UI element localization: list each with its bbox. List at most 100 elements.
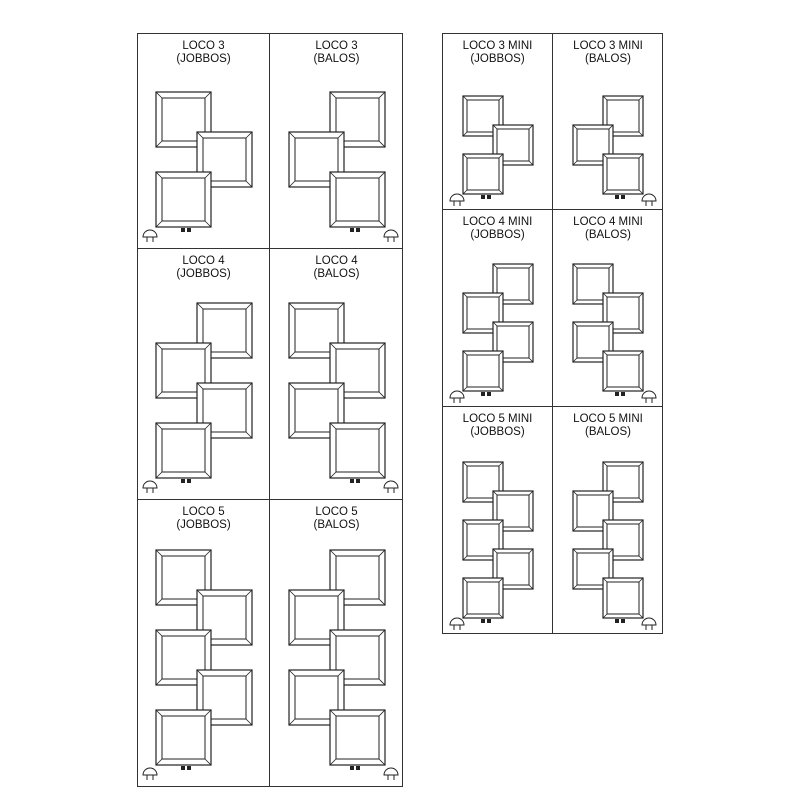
frame-panel	[155, 422, 212, 479]
power-plug-icon	[641, 617, 657, 630]
cell-title: LOCO 5 MINI (BALOS)	[553, 413, 663, 439]
cell-title: LOCO 4 MINI (JOBBOS)	[443, 216, 552, 242]
cell-loco3mini-jobbos: LOCO 3 MINI (JOBBOS)	[443, 34, 553, 210]
cell-title: LOCO 4 (JOBBOS)	[138, 255, 269, 281]
radiator-diagram	[142, 549, 253, 780]
valve-connectors	[350, 479, 360, 483]
valve-connectors	[615, 619, 625, 623]
valve-connectors	[350, 766, 360, 770]
model-name: LOCO 4 MINI	[573, 216, 643, 228]
power-plug-icon	[449, 617, 465, 630]
frame-panel	[329, 629, 386, 686]
cell-loco3-jobbos: LOCO 3 (JOBBOS)	[138, 34, 270, 249]
standard-models-grid: LOCO 3 (JOBBOS) LOCO 3 (BALOS) LOCO 4 (J…	[137, 33, 403, 787]
frame-panel	[462, 577, 504, 619]
frame-panel	[329, 709, 386, 766]
power-plug-icon	[383, 229, 399, 242]
frame-panel	[155, 342, 212, 399]
radiator-diagram	[288, 549, 399, 780]
valve-connectors	[481, 195, 491, 199]
power-plug-icon	[449, 390, 465, 403]
model-name: LOCO 5 MINI	[462, 413, 533, 425]
radiator-diagram	[572, 461, 657, 630]
valve-connectors	[481, 619, 491, 623]
model-variant: (JOBBOS)	[176, 268, 231, 280]
frame-panel	[288, 131, 345, 188]
model-variant: (BALOS)	[584, 426, 631, 438]
valve-connectors	[481, 392, 491, 396]
valve-connectors	[181, 479, 191, 483]
model-variant: (JOBBOS)	[470, 426, 525, 438]
cell-loco4mini-jobbos: LOCO 4 MINI (JOBBOS)	[443, 210, 553, 407]
model-variant: (BALOS)	[313, 519, 360, 531]
frame-panel	[462, 95, 504, 137]
frame-panel	[462, 292, 504, 334]
model-name: LOCO 4 MINI	[462, 216, 533, 228]
cell-loco3-balos: LOCO 3 (BALOS)	[270, 34, 403, 249]
cell-title: LOCO 5 MINI (JOBBOS)	[443, 413, 552, 439]
power-plug-icon	[449, 193, 465, 206]
model-name: LOCO 5	[315, 506, 358, 518]
valve-connectors	[181, 228, 191, 232]
model-variant: (BALOS)	[584, 229, 631, 241]
cell-loco5mini-balos: LOCO 5 MINI (BALOS)	[553, 407, 663, 634]
power-plug-icon	[142, 767, 158, 780]
frame-panel	[196, 131, 253, 188]
frame-panel	[462, 461, 504, 503]
model-name: LOCO 3 MINI	[573, 40, 643, 52]
frame-panel	[462, 153, 504, 195]
cell-title: LOCO 4 (BALOS)	[270, 255, 403, 281]
model-name: LOCO 5 MINI	[573, 413, 643, 425]
model-name: LOCO 4	[182, 255, 225, 267]
radiator-diagram	[572, 95, 657, 206]
model-variant: (BALOS)	[584, 53, 631, 65]
radiator-diagram	[572, 263, 657, 403]
cell-title: LOCO 3 MINI (BALOS)	[553, 40, 663, 66]
cell-loco4-balos: LOCO 4 (BALOS)	[270, 249, 403, 500]
cell-loco4mini-balos: LOCO 4 MINI (BALOS)	[553, 210, 663, 407]
model-variant: (JOBBOS)	[470, 229, 525, 241]
model-name: LOCO 3	[315, 40, 358, 52]
power-plug-icon	[383, 480, 399, 493]
cell-title: LOCO 5 (JOBBOS)	[138, 506, 269, 532]
frame-panel	[492, 263, 534, 305]
model-variant: (JOBBOS)	[176, 53, 231, 65]
cell-title: LOCO 4 MINI (BALOS)	[553, 216, 663, 242]
frame-panel	[155, 171, 212, 228]
frame-panel	[329, 171, 386, 228]
valve-connectors	[181, 766, 191, 770]
power-plug-icon	[383, 767, 399, 780]
model-name: LOCO 3 MINI	[462, 40, 533, 52]
frame-panel	[602, 577, 644, 619]
model-variant: (JOBBOS)	[470, 53, 525, 65]
valve-connectors	[615, 195, 625, 199]
radiator-diagram	[288, 91, 399, 242]
cell-loco5-jobbos: LOCO 5 (JOBBOS)	[138, 500, 270, 787]
frame-panel	[155, 629, 212, 686]
model-variant: (JOBBOS)	[176, 519, 231, 531]
frame-panel	[462, 350, 504, 392]
radiator-diagram	[288, 302, 399, 493]
mini-models-grid: LOCO 3 MINI (JOBBOS) LOCO 3 MINI (BALOS)…	[442, 33, 663, 634]
model-name: LOCO 3	[182, 40, 225, 52]
radiator-diagram	[449, 263, 534, 403]
valve-connectors	[615, 392, 625, 396]
frame-panel	[602, 350, 644, 392]
frame-panel	[155, 709, 212, 766]
frame-panel	[329, 422, 386, 479]
cell-title: LOCO 3 (BALOS)	[270, 40, 403, 66]
cell-loco4-jobbos: LOCO 4 (JOBBOS)	[138, 249, 270, 500]
cell-loco5-balos: LOCO 5 (BALOS)	[270, 500, 403, 787]
model-name: LOCO 4	[315, 255, 358, 267]
valve-connectors	[350, 228, 360, 232]
frame-panel	[492, 490, 534, 532]
power-plug-icon	[142, 229, 158, 242]
model-variant: (BALOS)	[313, 53, 360, 65]
cell-title: LOCO 3 MINI (JOBBOS)	[443, 40, 552, 66]
cell-title: LOCO 3 (JOBBOS)	[138, 40, 269, 66]
radiator-diagram	[449, 95, 534, 206]
radiator-diagram	[142, 91, 253, 242]
model-name: LOCO 5	[182, 506, 225, 518]
cell-loco5mini-jobbos: LOCO 5 MINI (JOBBOS)	[443, 407, 553, 634]
frame-panel	[602, 153, 644, 195]
